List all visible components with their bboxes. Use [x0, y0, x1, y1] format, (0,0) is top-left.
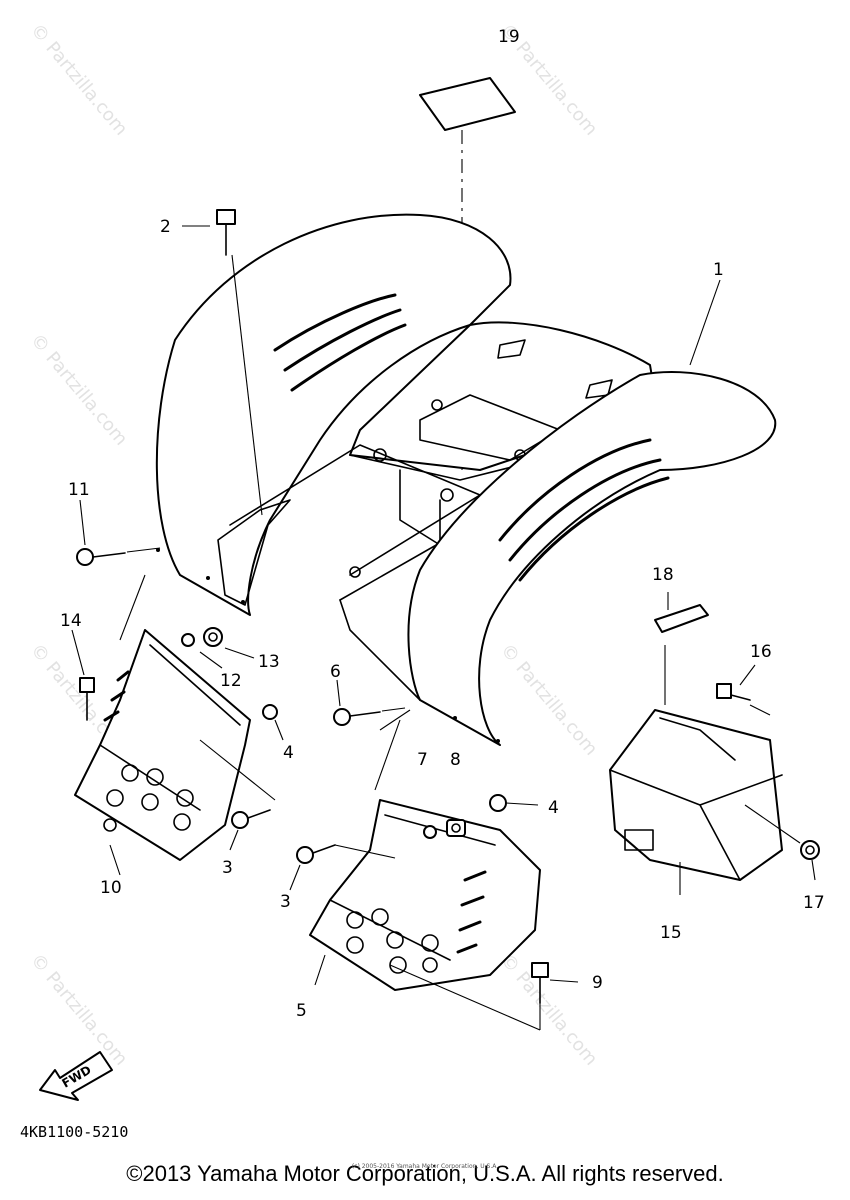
part-5-right-mudguard	[309, 709, 541, 991]
part-11-screw	[76, 499, 161, 566]
callout-10: 10	[100, 878, 122, 898]
part-2-bolt	[182, 209, 263, 516]
part-16-bolt	[716, 664, 771, 716]
callout-15: 15	[660, 923, 682, 943]
small-print: (c) 2005-2016 Yamaha Motor Corporation, …	[351, 1163, 499, 1170]
part-18-clip	[654, 592, 709, 633]
left-hardware	[71, 627, 284, 851]
callout-5: 5	[296, 1001, 307, 1021]
callout-3a: 3	[222, 858, 233, 878]
part-15-toolbox	[609, 645, 820, 895]
callout-19: 19	[498, 27, 520, 47]
fwd-arrow: FWD	[39, 1051, 113, 1101]
watermark: © Partzilla.com	[26, 950, 131, 1070]
part-10-left-mudguard	[74, 574, 251, 876]
callout-3b: 3	[280, 892, 291, 912]
callout-11: 11	[68, 480, 90, 500]
watermark: © Partzilla.com	[26, 330, 131, 450]
part-1-rear-fender	[155, 213, 777, 746]
callout-14: 14	[60, 611, 82, 631]
watermark: © Partzilla.com	[26, 20, 131, 140]
callout-7a: 7	[417, 750, 428, 770]
callout-1: 1	[713, 260, 724, 280]
callout-8: 8	[450, 750, 461, 770]
callouts: 1 2 3 3 4 4 5 6 7 8 9 10 11 12 13 14 15 …	[60, 27, 825, 1021]
callout-9: 9	[592, 973, 603, 993]
callout-12: 12	[220, 671, 242, 691]
diagram-code: 4KB1100-5210	[20, 1123, 129, 1141]
right-hardware	[289, 679, 579, 1031]
callout-13: 13	[258, 652, 280, 672]
callout-16: 16	[750, 642, 772, 662]
callout-6: 6	[330, 662, 341, 682]
callout-4a: 4	[283, 743, 294, 763]
callout-17: 17	[803, 893, 825, 913]
callout-18: 18	[652, 565, 674, 585]
callout-2: 2	[160, 217, 171, 237]
watermark: © Partzilla.com	[496, 640, 601, 760]
copyright-notice: ©2013 Yamaha Motor Corporation, U.S.A. A…	[126, 1161, 724, 1186]
callout-4b: 4	[548, 798, 559, 818]
